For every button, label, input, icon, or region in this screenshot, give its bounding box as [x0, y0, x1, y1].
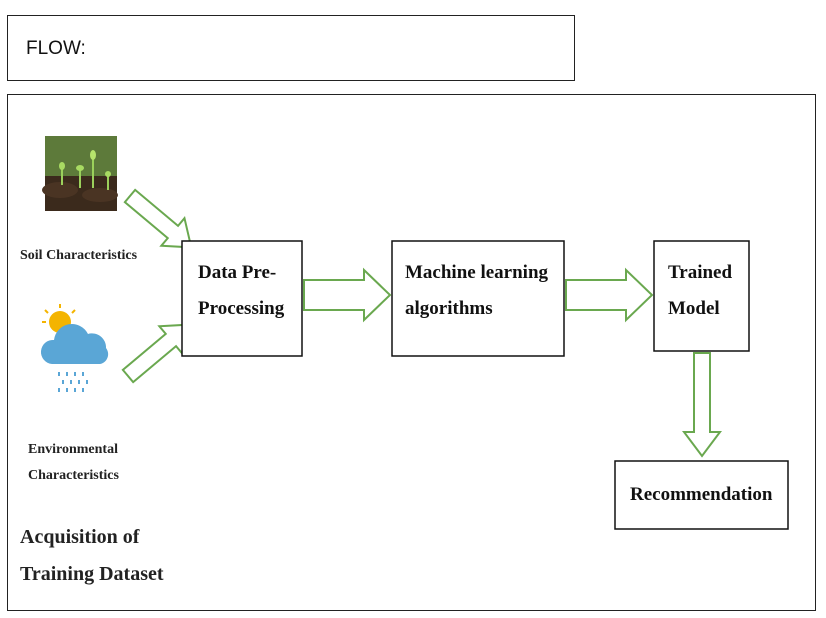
- environmental-label-line2: Characteristics: [28, 468, 120, 483]
- node-recommendation: [614, 460, 789, 530]
- recommendation-label: Recommendation: [630, 484, 773, 505]
- diagram-frame: [7, 94, 816, 611]
- soil-characteristics-label: Soil Characteristics: [20, 248, 138, 263]
- preprocessing-label-line2: Processing: [198, 298, 285, 319]
- flow-label: FLOW:: [26, 38, 86, 59]
- ml-label-line2: algorithms: [405, 298, 493, 319]
- acquisition-title-line2: Training Dataset: [20, 563, 164, 585]
- arrow-trained-to-recommendation: [682, 352, 722, 458]
- arrow-soil-to-preprocessing: [123, 188, 193, 249]
- trained-label-line1: Trained: [668, 262, 732, 283]
- ml-label-line1: Machine learning: [405, 262, 549, 283]
- trained-label-line2: Model: [668, 298, 720, 319]
- sun-cloud-rain-icon: [40, 304, 109, 392]
- flow-header-box: FLOW:: [7, 15, 575, 81]
- node-ml-algorithms: [391, 240, 565, 357]
- seedling-photo-icon: [42, 136, 118, 211]
- arrow-ml-to-trained: [565, 267, 654, 323]
- arrow-preprocessing-to-ml: [303, 267, 392, 323]
- node-trained-model: [653, 240, 750, 352]
- preprocessing-label-line1: Data Pre-: [198, 262, 276, 283]
- acquisition-title-line1: Acquisition of: [20, 526, 140, 548]
- environmental-label-line1: Environmental: [28, 442, 118, 457]
- node-preprocessing: [181, 240, 303, 357]
